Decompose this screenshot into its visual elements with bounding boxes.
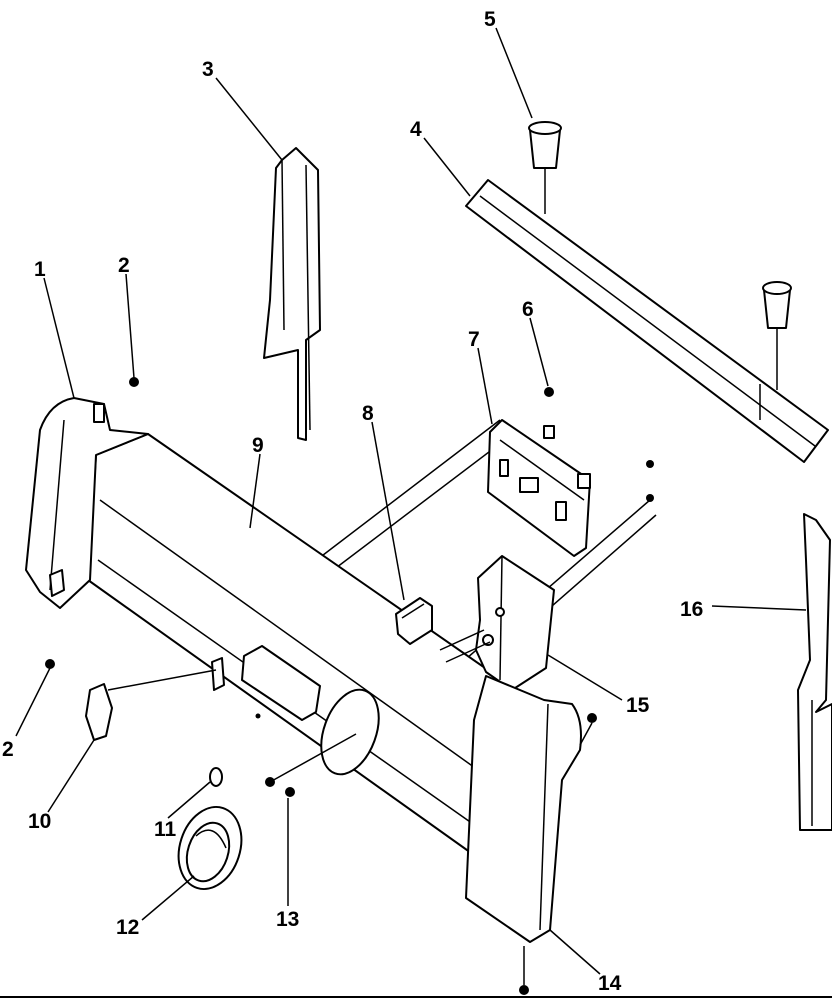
part-11-plug [209,767,223,787]
leader-6 [529,317,549,387]
callout-15: 15 [626,694,650,717]
leader-16 [711,605,807,611]
callout-7: 7 [468,328,480,351]
callout-16: 16 [680,598,703,621]
leader-8 [371,421,405,601]
leader-10b [107,669,217,691]
part-4-channel [465,179,829,463]
part-5-lamp-socket [528,121,792,390]
callout-10: 10 [28,810,51,833]
screw-right-a [646,460,654,468]
leader-15 [547,654,623,701]
leader-12 [141,875,195,921]
callout-12: 12 [116,916,139,939]
callout-8: 8 [362,402,374,425]
screw-14-bottom [519,985,529,995]
leader-4 [423,137,471,197]
screw-13b [285,787,295,797]
leader-1 [43,277,75,399]
leader-11 [167,781,211,819]
leader-2-lower [15,667,51,737]
part-8-switch [395,597,433,645]
leader-10 [47,739,95,813]
callout-5: 5 [484,8,496,31]
part-14-right-end-cap [465,675,582,943]
screw-2-lower [45,659,55,669]
callout-labels: 1 2 2 3 4 5 6 7 8 9 10 11 12 13 14 15 16 [2,8,703,995]
callout-11: 11 [154,818,177,841]
screw-14-top [587,713,597,723]
screw-2-upper [129,377,139,387]
leader-5 [495,27,533,119]
leader-3 [215,77,283,161]
callout-3: 3 [202,58,214,81]
callout-14: 14 [598,972,622,995]
callout-1: 1 [34,258,46,281]
part-15-control-housing [439,555,555,691]
callout-6: 6 [522,298,534,321]
callout-2-upper: 2 [118,254,130,277]
part-3-bracket [263,147,321,441]
leader-13b [269,733,357,783]
leader-14 [549,929,601,975]
screw-right-b [646,494,654,502]
callout-9: 9 [252,434,264,457]
screws [45,377,654,995]
part-12-knob [177,805,243,891]
part-1-left-end-cap [25,397,149,609]
part-7-switch-module [487,419,591,557]
leader-9 [249,453,261,529]
callout-4: 4 [410,118,422,141]
leader-7 [477,347,493,425]
leader-lines [15,27,807,975]
callout-2-lower: 2 [2,738,14,761]
leader-2-upper [125,273,135,379]
part-10-clip [85,683,113,741]
part-16-side-bracket [797,513,832,831]
screw-6 [544,387,554,397]
callout-13: 13 [276,908,299,931]
